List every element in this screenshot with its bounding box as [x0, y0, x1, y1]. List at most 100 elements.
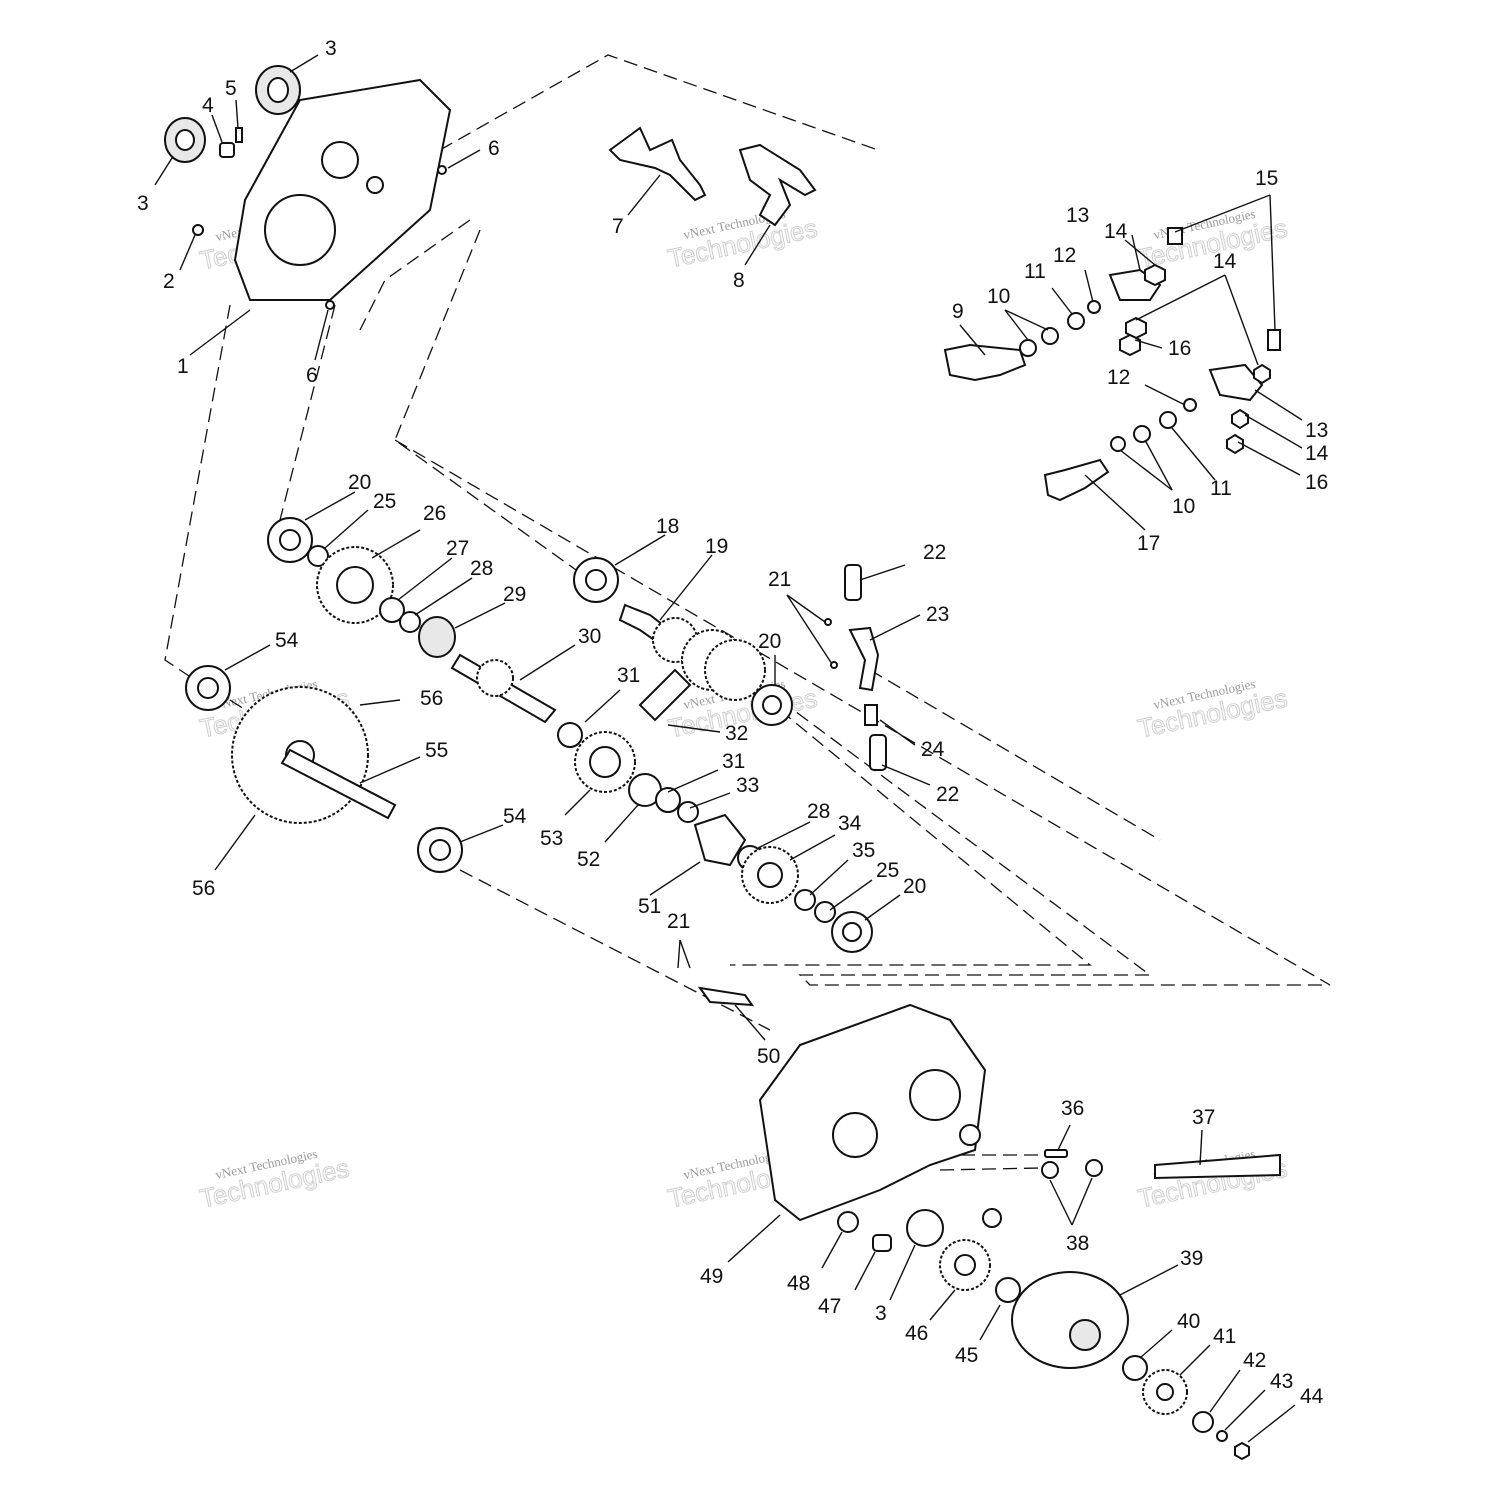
washer-43: [1216, 1430, 1228, 1442]
callout-18: 18: [656, 515, 679, 538]
washer-28-upper: [399, 611, 421, 633]
bolt-6-top: [437, 165, 447, 175]
bearing-54-lower: [417, 827, 463, 873]
callout-42: 42: [1243, 1349, 1266, 1372]
assembly-dashed-lines: [164, 54, 1331, 1171]
callout-21: 21: [667, 910, 690, 933]
callout-37: 37: [1192, 1106, 1215, 1129]
callout-6: 6: [306, 364, 318, 387]
pin-5: [235, 127, 243, 143]
callout-5: 5: [225, 77, 237, 100]
gear-53: [574, 731, 636, 793]
callout-50: 50: [757, 1045, 780, 1068]
pin-36: [1044, 1149, 1068, 1158]
gear-26: [316, 546, 394, 624]
bearing-20-left: [267, 517, 313, 563]
screw-2: [192, 224, 204, 236]
plate-50: [697, 986, 755, 1007]
shaft-19: [618, 603, 766, 701]
bushing-29: [418, 616, 456, 658]
left-case-cover: [233, 78, 452, 301]
shift-linkage-lower: [1043, 363, 1271, 502]
plug-47: [872, 1234, 892, 1252]
watermark: Technologies vNext Technologies: [1135, 206, 1291, 274]
callout-8: 8: [733, 269, 745, 292]
callout-17: 17: [1137, 532, 1160, 555]
callout-10: 10: [987, 285, 1010, 308]
callout-3: 3: [325, 37, 337, 60]
callout-23: 23: [926, 603, 949, 626]
washer-42: [1192, 1411, 1214, 1433]
ring-31-upper: [557, 722, 583, 748]
bearing-18: [573, 557, 619, 603]
seal-3-top: [255, 65, 301, 115]
sprocket-41: [1142, 1369, 1188, 1415]
callout-25: 25: [373, 490, 396, 513]
leader-lines: [154, 54, 1303, 1443]
dog-clutch-51: [693, 813, 747, 867]
callout-14: 14: [1104, 220, 1128, 243]
dowel-4: [219, 142, 235, 158]
callout-12: 12: [1107, 366, 1130, 389]
rod-37: [1154, 1153, 1281, 1180]
bearing-20-lower: [831, 911, 873, 953]
callout-labels: 3 5 4 3 6 2 1 6 7 8 15 13 14 12 11 10 9 …: [137, 37, 1329, 1408]
washers-38: [1041, 1159, 1103, 1179]
callout-44: 44: [1300, 1385, 1324, 1408]
washer-25-left: [307, 545, 329, 567]
callout-51: 51: [638, 895, 661, 918]
callout-53: 53: [540, 827, 563, 850]
callout-46: 46: [905, 1322, 928, 1345]
callout-49: 49: [700, 1265, 723, 1288]
callout-11: 11: [1024, 260, 1046, 283]
callout-1: 1: [177, 355, 189, 378]
callout-11: 11: [1210, 477, 1232, 500]
callout-3: 3: [875, 1302, 887, 1325]
callout-40: 40: [1177, 1310, 1200, 1333]
callout-16: 16: [1305, 471, 1328, 494]
callout-27: 27: [446, 537, 469, 560]
spring-24: [864, 704, 878, 726]
washer-25-lower: [814, 901, 836, 923]
callout-31: 31: [617, 664, 640, 687]
callout-56: 56: [192, 877, 215, 900]
callout-7: 7: [612, 215, 624, 238]
callout-10: 10: [1172, 495, 1195, 518]
callout-14: 14: [1213, 250, 1237, 273]
watermark: Technologies vNext Technologies: [665, 206, 821, 274]
callout-12: 12: [1053, 244, 1076, 267]
callout-28: 28: [470, 557, 493, 580]
watermark: Technologies vNext Technologies: [197, 1146, 353, 1214]
callout-2: 2: [163, 270, 175, 293]
callout-15: 15: [1255, 167, 1278, 190]
callout-24: 24: [921, 738, 945, 761]
callout-29: 29: [503, 583, 526, 606]
seal-3-lower: [906, 1209, 944, 1247]
callout-16: 16: [1168, 337, 1191, 360]
shaft-55: [280, 748, 397, 820]
callout-25: 25: [876, 859, 899, 882]
brake-disc-39: [1011, 1271, 1129, 1369]
callout-56: 56: [420, 687, 443, 710]
callout-38: 38: [1066, 1232, 1089, 1255]
callout-36: 36: [1061, 1097, 1084, 1120]
callout-33: 33: [736, 774, 759, 797]
spring-cap-22-lower: [869, 734, 887, 771]
callout-54: 54: [275, 629, 299, 652]
clip-40: [1122, 1355, 1148, 1381]
bearing-20-right: [751, 684, 793, 726]
callout-39: 39: [1180, 1247, 1203, 1270]
callout-20: 20: [348, 471, 371, 494]
right-case: [758, 1003, 987, 1222]
callout-48: 48: [787, 1272, 810, 1295]
callout-13: 13: [1066, 204, 1089, 227]
callout-21: 21: [768, 568, 791, 591]
callout-4: 4: [202, 94, 214, 117]
chain-32: [638, 668, 692, 722]
callout-34: 34: [838, 812, 862, 835]
callout-6: 6: [488, 137, 500, 160]
callout-43: 43: [1270, 1370, 1293, 1393]
washer-33: [677, 801, 699, 823]
callout-20: 20: [903, 875, 926, 898]
